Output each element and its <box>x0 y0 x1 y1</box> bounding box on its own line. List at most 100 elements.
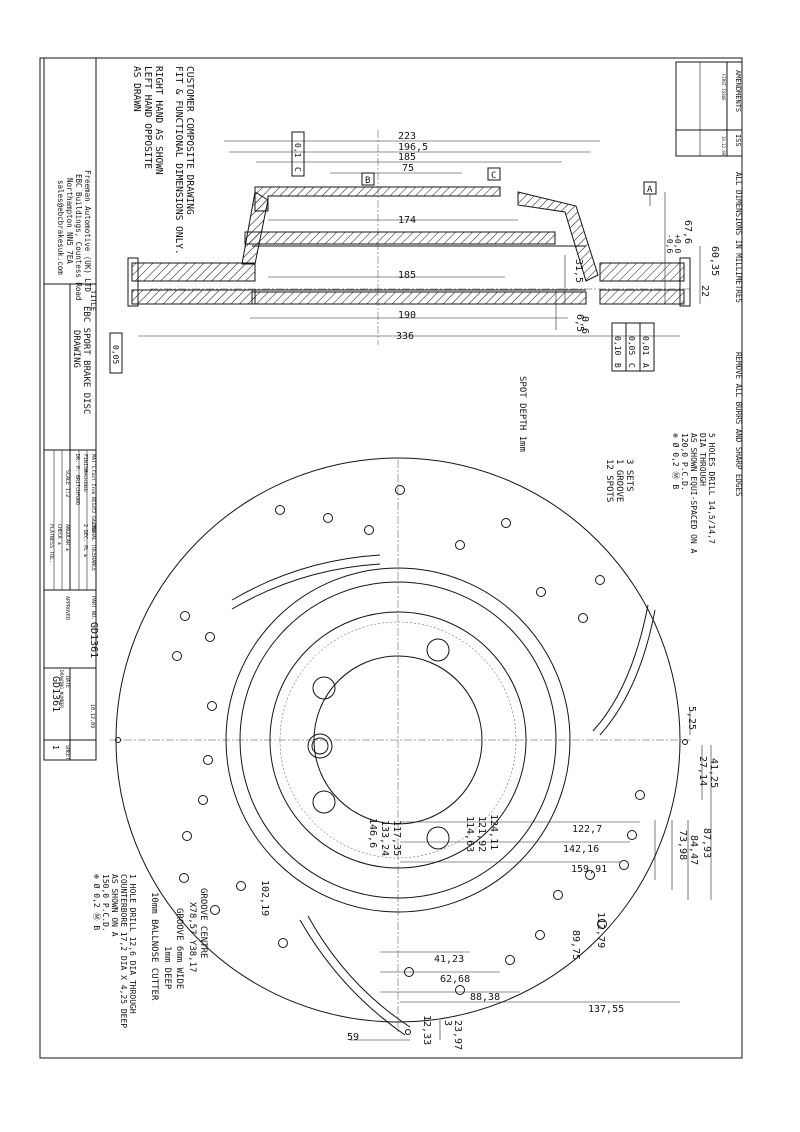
amend-sub1: FIRST ISSUE <box>721 74 726 101</box>
svg-text:0,05: 0,05 <box>111 345 120 364</box>
svg-text:60,35: 60,35 <box>709 246 720 276</box>
svg-text:DATE: DATE <box>64 676 70 688</box>
svg-text:2 DEC. PL ±: 2 DEC. PL ± <box>82 524 88 557</box>
svg-text:Cast Iron BS1452 Gr.250: Cast Iron BS1452 Gr.250 <box>90 470 96 533</box>
amend-sub2: 10.12.09 <box>721 136 726 156</box>
svg-text:5 HOLES DRILL 14,5/14,7: 5 HOLES DRILL 14,5/14,7 <box>707 433 716 544</box>
svg-text:+0,0: +0,0 <box>673 234 682 253</box>
svg-text:CUSTOMER COMPOSITE DRAWING: CUSTOMER COMPOSITE DRAWING <box>184 66 195 215</box>
svg-text:5,25: 5,25 <box>686 706 697 730</box>
svg-text:FLATNESS TOL.: FLATNESS TOL. <box>48 524 54 563</box>
counterbore-notes: 1 HOLE DRILL 12,6 DIA THROUGH COUNTERBOR… <box>92 874 137 1028</box>
svg-text:GROOVE 6mm WIDE: GROOVE 6mm WIDE <box>174 908 184 989</box>
svg-text:CHECK ±: CHECK ± <box>56 524 62 545</box>
svg-text:sales@ebcbrakesuk.com: sales@ebcbrakesuk.com <box>56 180 65 275</box>
svg-text:C: C <box>491 171 496 181</box>
svg-text:117,35: 117,35 <box>391 820 402 856</box>
svg-text:41,23: 41,23 <box>434 954 464 965</box>
svg-text:Freeman Automotive (UK) LTD: Freeman Automotive (UK) LTD <box>83 170 92 292</box>
svg-text:1mm DEEP: 1mm DEEP <box>162 946 172 990</box>
svg-text:3 SETS: 3 SETS <box>624 459 634 492</box>
svg-text:GD1361: GD1361 <box>88 622 99 658</box>
svg-text:A: A <box>647 185 653 195</box>
svg-text:146,6: 146,6 <box>367 818 378 848</box>
svg-text:114,63: 114,63 <box>464 816 475 852</box>
svg-text:89,75: 89,75 <box>570 930 581 960</box>
disc-face-view <box>110 457 690 1036</box>
svg-text:62,68: 62,68 <box>440 974 470 985</box>
svg-text:88,38: 88,38 <box>470 992 500 1003</box>
svg-text:AS SHOWN ON A: AS SHOWN ON A <box>110 874 119 937</box>
units-note: ALL DIMENSIONS IN MILLIMETRES <box>734 172 743 303</box>
svg-text:121,92: 121,92 <box>476 816 487 852</box>
svg-text:AS DRAWN: AS DRAWN <box>131 66 142 112</box>
svg-text:223: 223 <box>398 131 416 142</box>
svg-text:X78,57 Y38,17: X78,57 Y38,17 <box>187 902 197 972</box>
amendments-block: AMENDMENTS ISS FIRST ISSUE 10.12.09 <box>675 61 743 157</box>
svg-text:0,6: 0,6 <box>579 316 590 334</box>
svg-text:0,01: 0,01 <box>641 336 650 355</box>
drawing-border <box>39 57 743 1059</box>
svg-text:COUNTERBORE 17,2 DIA X 4,25 DE: COUNTERBORE 17,2 DIA X 4,25 DEEP <box>119 874 128 1028</box>
svg-text:0,10: 0,10 <box>613 336 622 355</box>
svg-text:124,11: 124,11 <box>488 814 499 850</box>
svg-text:12 SPOTS: 12 SPOTS <box>604 459 614 502</box>
svg-text:P. BRITCHFORD: P. BRITCHFORD <box>74 466 80 505</box>
svg-text:⊕ Ø 0,2 Ⓜ B: ⊕ Ø 0,2 Ⓜ B <box>92 874 102 930</box>
svg-text:A: A <box>641 363 650 368</box>
svg-text:84,47: 84,47 <box>688 835 699 865</box>
svg-text:185: 185 <box>398 152 416 163</box>
svg-text:6,5: 6,5 <box>574 314 585 332</box>
svg-text:59: 59 <box>347 1032 359 1043</box>
svg-text:10.12.09: 10.12.09 <box>89 704 95 728</box>
svg-text:27,14: 27,14 <box>697 756 708 786</box>
svg-text:142,16: 142,16 <box>563 844 599 855</box>
svg-text:Northampton NN5 7EA: Northampton NN5 7EA <box>65 178 74 264</box>
svg-text:C: C <box>627 363 636 368</box>
svg-text:ANGULAR ±: ANGULAR ± <box>64 524 70 551</box>
svg-text:87,93: 87,93 <box>701 828 712 858</box>
svg-text:120,0 P.C.D.: 120,0 P.C.D. <box>680 433 689 491</box>
svg-text:GROOVE CENTRE: GROOVE CENTRE <box>198 888 208 958</box>
svg-text:FIT & FUNCTIONAL DIMENSIONS ON: FIT & FUNCTIONAL DIMENSIONS ONLY. <box>173 66 184 255</box>
svg-text:EBC SPORT BRAKE DISC: EBC SPORT BRAKE DISC <box>81 306 91 414</box>
amendments-header: AMENDMENTS <box>734 70 742 112</box>
svg-text:10mm BALLNOSE CUTTER: 10mm BALLNOSE CUTTER <box>149 892 159 1001</box>
face-dimensions: 5,25 41,25 27,14 87,93 84,47 73,98 124,1… <box>259 706 719 1050</box>
svg-text:B: B <box>613 363 622 368</box>
burrs-note: REMOVE ALL BURRS AND SHARP EDGES <box>734 352 743 497</box>
svg-text:196,5: 196,5 <box>398 142 428 153</box>
spot-depth-note: SPOT DEPTH 1mm <box>517 376 527 452</box>
svg-text:1: 1 <box>51 745 60 750</box>
svg-text:C: C <box>293 167 302 172</box>
svg-text:RIGHT HAND AS SHOWN: RIGHT HAND AS SHOWN <box>153 66 164 175</box>
svg-text:TITLE: TITLE <box>89 290 97 311</box>
svg-text:75: 75 <box>402 163 414 174</box>
svg-text:122,7: 122,7 <box>572 824 602 835</box>
svg-text:B: B <box>365 176 370 186</box>
svg-text:SHEET: SHEET <box>64 745 70 760</box>
svg-text:185: 185 <box>398 270 416 281</box>
svg-text:336: 336 <box>396 331 414 342</box>
svg-text:12,33: 12,33 <box>421 1015 432 1045</box>
svg-text:MACHINED: MACHINED <box>82 470 88 492</box>
svg-text:1 GROOVE: 1 GROOVE <box>614 459 624 502</box>
svg-text:150,0 P.C.D.: 150,0 P.C.D. <box>101 874 110 932</box>
customer-notes: CUSTOMER COMPOSITE DRAWING FIT & FUNCTIO… <box>131 66 195 255</box>
svg-text:102,19: 102,19 <box>259 880 270 916</box>
svg-text:DR.: DR. <box>74 454 80 463</box>
svg-text:AS SHOWN EQUI-SPACED ON A: AS SHOWN EQUI-SPACED ON A <box>689 433 698 554</box>
hole-notes: 5 HOLES DRILL 14,5/14,7 DIA THROUGH AS S… <box>671 433 716 554</box>
section-view: 223 196,5 185 75 174 185 190 336 60,35 6… <box>109 130 720 374</box>
svg-text:DRAWING NUMBER: DRAWING NUMBER <box>58 670 64 708</box>
svg-text:3: 3 <box>442 1020 453 1026</box>
svg-text:67,6: 67,6 <box>682 220 693 244</box>
title-block: Freeman Automotive (UK) LTD EBC Building… <box>43 57 99 761</box>
svg-text:0,05: 0,05 <box>627 336 636 355</box>
drilled-spots <box>172 485 645 995</box>
svg-text:0,1: 0,1 <box>293 143 302 158</box>
svg-text:EBC Buildings, Countess Road: EBC Buildings, Countess Road <box>74 174 83 300</box>
svg-text:MAT'L: MAT'L <box>90 454 96 469</box>
svg-text:41,25: 41,25 <box>708 758 719 788</box>
